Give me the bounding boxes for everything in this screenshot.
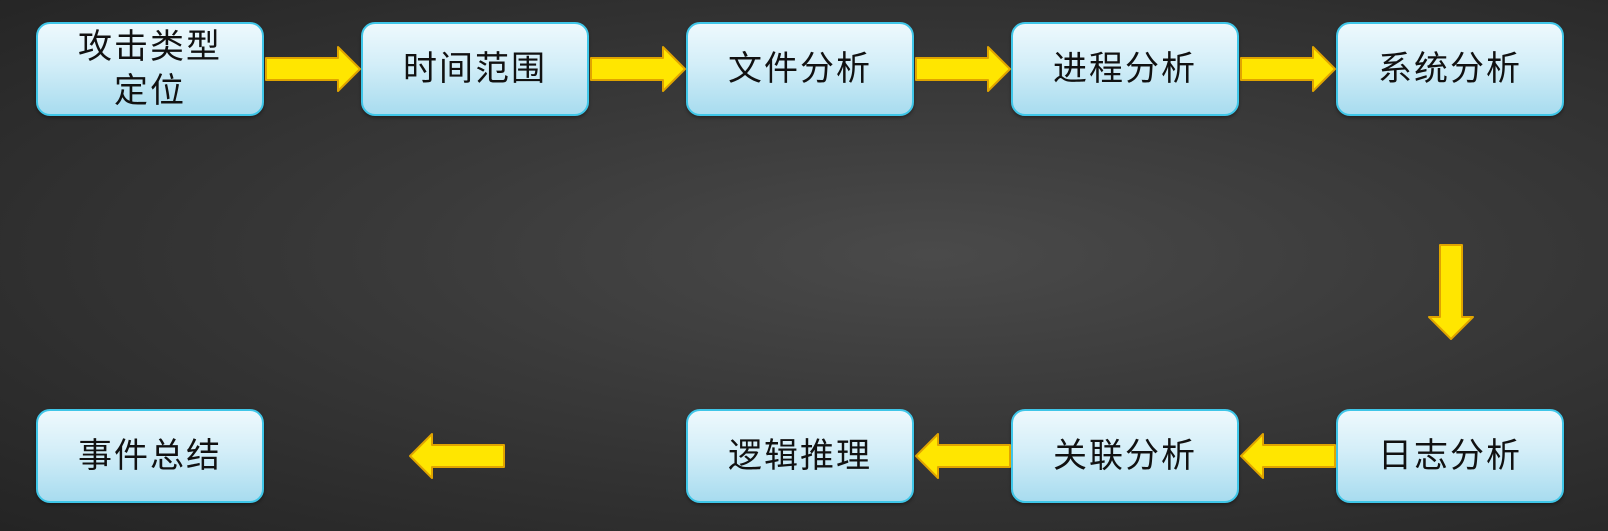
step-file-analysis-label: 文件分析	[728, 49, 872, 89]
arrow-left-icon	[409, 433, 505, 479]
arrow-right-icon	[590, 46, 686, 92]
step-time-range-label: 时间范围	[403, 49, 547, 89]
step-process-analysis-node: 进程分析	[1011, 22, 1239, 116]
step-system-analysis-label: 系统分析	[1378, 49, 1522, 89]
step-incident-summary-node: 事件总结	[36, 409, 264, 503]
step-process-analysis-label: 进程分析	[1053, 49, 1197, 89]
step-log-analysis-node: 日志分析	[1336, 409, 1564, 503]
arrow-left-icon	[1240, 433, 1336, 479]
step-attack-type-node: 攻击类型定位	[36, 22, 264, 116]
arrow-right-icon	[1240, 46, 1336, 92]
step-log-analysis-label: 日志分析	[1378, 436, 1522, 476]
arrow-left-icon	[915, 433, 1011, 479]
step-file-analysis-node: 文件分析	[686, 22, 914, 116]
step-correlation-analysis-node: 关联分析	[1011, 409, 1239, 503]
arrow-right-icon	[265, 46, 361, 92]
step-system-analysis-node: 系统分析	[1336, 22, 1564, 116]
step-logical-reasoning-label: 逻辑推理	[728, 436, 872, 476]
step-attack-type-label: 攻击类型定位	[78, 27, 222, 111]
step-correlation-analysis-label: 关联分析	[1053, 436, 1197, 476]
step-incident-summary-label: 事件总结	[78, 436, 222, 476]
arrow-right-icon	[915, 46, 1011, 92]
arrow-down-icon	[1428, 244, 1474, 340]
step-time-range-node: 时间范围	[361, 22, 589, 116]
step-logical-reasoning-node: 逻辑推理	[686, 409, 914, 503]
